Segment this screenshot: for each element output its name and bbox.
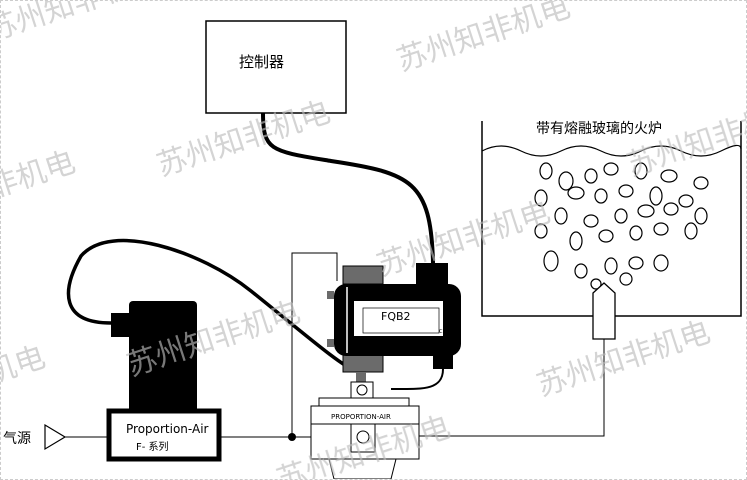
watermark: 苏州知非机电 — [623, 95, 747, 184]
bubble — [594, 188, 608, 204]
outlet-line — [416, 339, 605, 437]
pilot-line — [291, 252, 338, 437]
flowmeter-connector — [111, 313, 129, 337]
regulator-top-ports — [342, 265, 384, 285]
bubble — [694, 207, 708, 225]
bubble — [558, 171, 574, 191]
bubble — [554, 207, 568, 225]
regulator-side-port — [327, 291, 334, 299]
bubble — [629, 225, 643, 241]
valve-fins — [328, 458, 397, 479]
bubble — [598, 229, 614, 243]
controller-box — [205, 20, 347, 114]
bubble — [543, 250, 559, 272]
bubble — [660, 169, 678, 183]
regulator-label-frame — [362, 307, 440, 334]
bubble — [574, 263, 588, 279]
bubble — [567, 186, 585, 200]
regulator-label-plate — [354, 301, 443, 336]
bubble — [618, 184, 634, 198]
furnace-label: 带有熔融玻璃的火炉 — [536, 120, 662, 137]
bubble — [634, 162, 648, 180]
flowmeter-body — [129, 301, 197, 413]
flowmeter-base — [106, 408, 222, 462]
bubble — [684, 222, 698, 240]
watermark: 苏州知非机电 — [1, 145, 80, 234]
valve-fitting-hole — [356, 384, 368, 396]
watermark: 苏州知非机电 — [533, 315, 715, 404]
bubble — [604, 257, 618, 275]
glass-surface — [481, 144, 742, 157]
source-triangle-icon — [44, 423, 67, 451]
bubble — [678, 194, 694, 208]
bubble — [534, 189, 548, 207]
watermark: 苏州知非机电 — [393, 1, 575, 79]
watermark: 苏州知非机电 — [373, 195, 555, 284]
bubble — [584, 168, 598, 184]
bubble — [569, 231, 583, 251]
bubble — [653, 254, 669, 272]
controller-label: 控制器 — [239, 53, 284, 71]
bubble — [628, 256, 644, 270]
bubble — [534, 223, 548, 239]
controller-cable — [261, 112, 435, 264]
regulator-ce-mark: C E — [439, 329, 447, 335]
bubbles — [534, 162, 709, 290]
valve-port-hole — [356, 430, 370, 444]
valve-brand: PROPORTION-AIR — [331, 413, 391, 421]
bubble — [637, 204, 655, 218]
bubble — [583, 214, 599, 228]
watermark: 苏州知非机电 — [1, 340, 50, 429]
regulator-connector — [416, 263, 448, 285]
flowmeter-series: F- 系列 — [136, 440, 169, 453]
bubble — [603, 162, 619, 176]
bubble — [539, 162, 553, 180]
bubble — [614, 208, 628, 224]
bubble — [590, 278, 602, 290]
watermark: 苏州知非机电 — [1, 1, 165, 49]
bubble — [693, 176, 709, 190]
flowmeter-cable — [66, 238, 357, 373]
regulator-bottom-ports — [342, 353, 384, 373]
flowmeter-brand: Proportion-Air — [126, 422, 209, 436]
valve-stem — [356, 372, 366, 382]
regulator-plug — [433, 351, 453, 369]
bubble — [653, 222, 669, 236]
regulator-side-port — [327, 339, 334, 347]
bubble — [663, 202, 679, 216]
gas-source-label: 气源 — [3, 431, 31, 447]
regulator-model: FQB2 — [381, 310, 411, 323]
bubble — [619, 272, 633, 286]
valve-plate — [318, 397, 410, 407]
regulator-cable — [390, 368, 444, 391]
nozzle — [592, 282, 616, 340]
bubble — [649, 186, 663, 206]
